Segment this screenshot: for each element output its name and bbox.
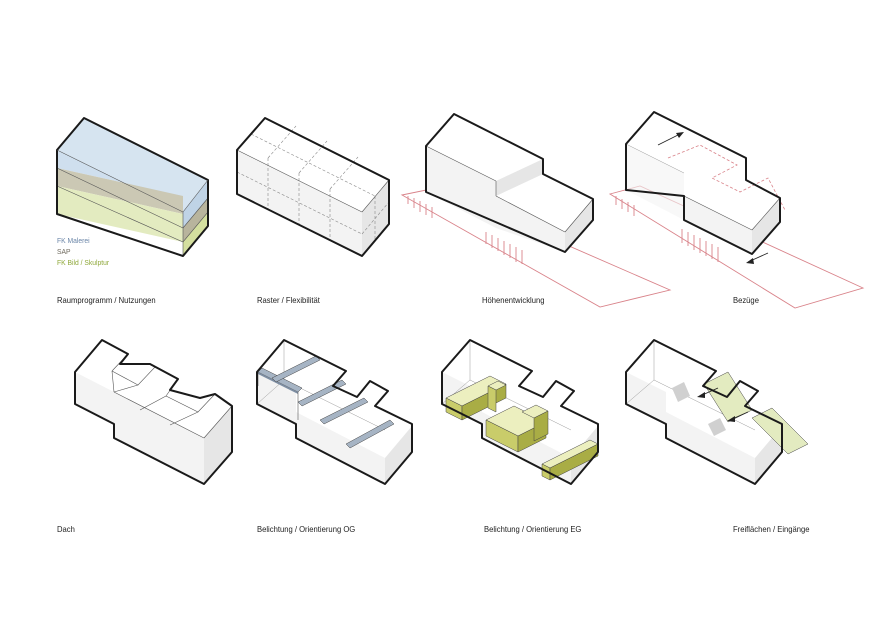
caption-dach: Dach xyxy=(57,524,75,534)
layer-sap-right xyxy=(183,198,208,242)
entrance-patch xyxy=(672,382,690,402)
legend-malerei: FK Malerei xyxy=(57,236,90,245)
arrow-icon xyxy=(697,387,719,398)
diagram-belichtung-og xyxy=(256,339,413,485)
caption-belichtung-og: Belichtung / Orientierung OG xyxy=(257,524,356,534)
diagram-dach xyxy=(74,339,233,485)
legend-bild-skulptur: FK Bild / Skulptur xyxy=(57,258,110,267)
arrow-icon xyxy=(727,411,749,422)
site-hatch-2 xyxy=(615,196,719,262)
legend-sap: SAP xyxy=(57,247,71,256)
caption-freiflaechen: Freiflächen / Eingänge xyxy=(733,524,810,534)
site-hatch xyxy=(407,196,523,264)
layer-sap-left xyxy=(57,168,183,214)
layer-malerei-right xyxy=(183,180,208,228)
diagram-hoehenentwicklung xyxy=(400,113,672,308)
caption-raumprogramm: Raumprogramm / Nutzungen xyxy=(57,295,156,305)
diagram-raster xyxy=(236,117,390,257)
layer-bild-right xyxy=(183,212,208,256)
arrow-icon xyxy=(746,252,769,264)
caption-hoehenentwicklung: Höhenentwicklung xyxy=(482,295,545,305)
caption-raster: Raster / Flexibilität xyxy=(257,295,320,305)
diagram-freiflaechen xyxy=(625,339,809,485)
diagram-bezuege xyxy=(608,111,865,309)
ground-floor-volumes xyxy=(445,375,599,481)
arrow-icon xyxy=(657,132,684,146)
diagram-raumprogramm xyxy=(56,117,209,257)
caption-belichtung-eg: Belichtung / Orientierung EG xyxy=(484,524,582,534)
block-top-malerei xyxy=(57,118,208,212)
diagram-belichtung-eg xyxy=(441,339,599,485)
entrance-patch xyxy=(708,418,726,436)
caption-bezuege: Bezüge xyxy=(733,295,759,305)
